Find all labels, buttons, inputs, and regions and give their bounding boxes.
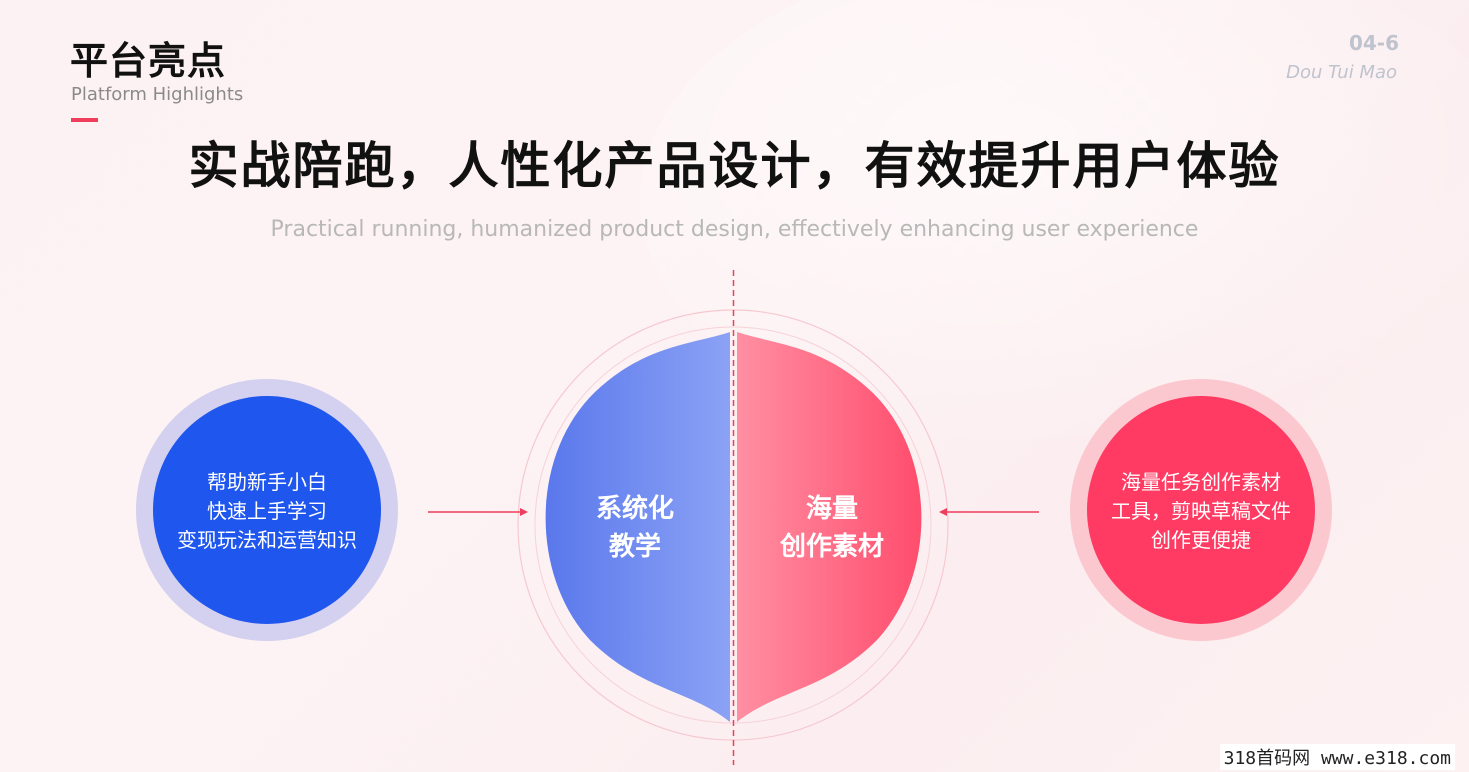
right-arrow-head [939,508,947,516]
right-circle-line: 海量任务创作素材 [1121,470,1281,494]
center-left-line: 系统化 [595,494,674,524]
center-left-line: 教学 [608,532,661,562]
right-circle-line: 创作更便捷 [1151,528,1251,552]
right-circle-line: 工具，剪映草稿文件 [1111,499,1291,523]
left-circle-line: 帮助新手小白 [207,470,327,494]
center-right-line: 创作素材 [779,532,884,562]
left-circle-line: 变现玩法和运营知识 [177,528,357,552]
center-left-text: 系统化 教学 [560,490,710,566]
brand-label: Dou Tui Mao [1286,62,1397,83]
left-arrow-head [520,508,528,516]
left-circle-line: 快速上手学习 [207,499,327,523]
page-subtitle: Platform Highlights [71,84,244,105]
page-number: 04-6 [1348,31,1399,55]
center-right-text: 海量 创作素材 [757,490,907,566]
headline: 实战陪跑，人性化产品设计，有效提升用户体验 [188,137,1281,195]
center-right-line: 海量 [805,494,858,524]
left-circle-text: 帮助新手小白 快速上手学习 变现玩法和运营知识 [160,468,374,555]
title-accent-bar [71,118,98,122]
left-circle [153,396,381,624]
page-title: 平台亮点 [70,39,227,83]
right-circle [1087,396,1315,624]
right-circle-text: 海量任务创作素材 工具，剪映草稿文件 创作更便捷 [1094,468,1308,555]
center-left-petal [545,332,730,722]
watermark: 318首码网 www.e318.com [1219,744,1455,770]
center-right-petal [737,332,922,722]
subheadline: Practical running, humanized product des… [270,217,1199,242]
